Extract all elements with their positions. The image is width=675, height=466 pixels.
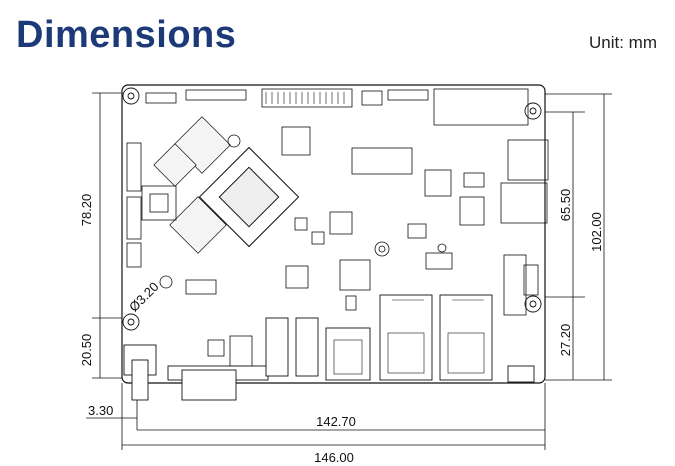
bottom-io-connectors	[123, 294, 535, 401]
misc-components	[185, 126, 549, 367]
unit-label: Unit: mm	[589, 33, 657, 52]
dim-right-lower: 27.20	[558, 324, 573, 357]
bottom-dimension-lines	[86, 383, 546, 450]
small-round-parts	[159, 134, 447, 289]
top-connectors	[145, 88, 529, 126]
rj45-details	[333, 299, 485, 375]
left-side-connectors	[126, 142, 177, 268]
mounting-holes	[122, 87, 542, 331]
main-soc	[198, 146, 300, 248]
dim-right-inner: 65.50	[558, 189, 573, 222]
dim-right-total: 102.00	[589, 212, 604, 252]
dim-width-inner: 142.70	[316, 414, 356, 429]
dim-offset-left: 3.30	[88, 403, 113, 418]
page-title: Dimensions	[16, 14, 237, 56]
right-dimension-lines	[545, 93, 612, 381]
dim-left-height-lower: 20.50	[79, 334, 94, 367]
dim-width-total: 146.00	[314, 450, 354, 465]
dim-left-height-upper: 78.20	[79, 194, 94, 227]
top-connector-pins	[265, 92, 345, 104]
left-dimension-lines	[92, 92, 122, 379]
